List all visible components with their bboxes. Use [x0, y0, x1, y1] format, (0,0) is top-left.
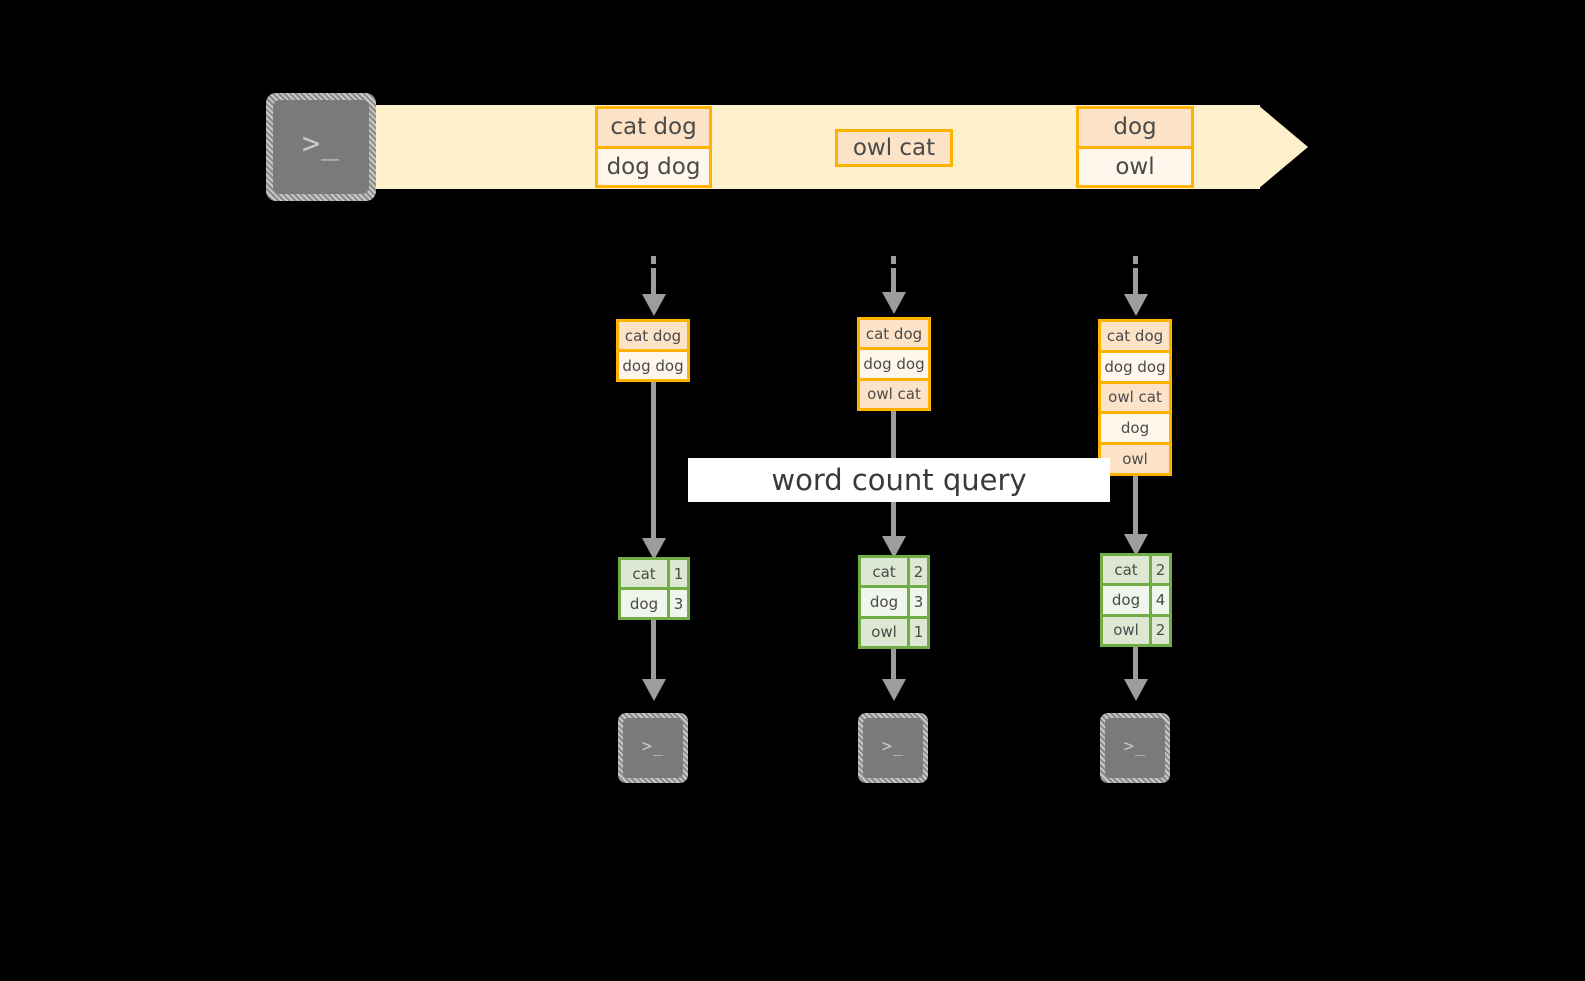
count-word: owl — [861, 618, 907, 646]
table-row: owl 1 — [861, 615, 927, 646]
snapshot-1-sink-arrow — [651, 620, 656, 683]
source-terminal-icon[interactable]: >_ — [266, 93, 376, 201]
table-row: cat 1 — [621, 560, 687, 587]
snapshot-1-query-arrowhead — [642, 538, 666, 560]
table-row: dog 4 — [1103, 583, 1169, 614]
snapshot-3-sink-terminal-icon[interactable]: >_ — [1100, 713, 1170, 783]
accumulated-line: dog — [1101, 411, 1169, 443]
snapshot-2-sink-terminal-icon[interactable]: >_ — [858, 713, 928, 783]
snapshot-3-arrowhead — [1124, 294, 1148, 316]
count-value: 3 — [907, 588, 927, 616]
count-word: dog — [1103, 586, 1149, 614]
snapshot-1-query-arrow — [651, 382, 656, 544]
count-word: cat — [1103, 556, 1149, 584]
table-row: owl 2 — [1103, 613, 1169, 644]
terminal-prompt-glyph: >_ — [641, 736, 665, 757]
record-line: owl cat — [838, 132, 950, 164]
snapshot-1-sink-arrowhead — [642, 679, 666, 701]
snapshot-2-arrowhead — [882, 292, 906, 314]
snapshot-1-arrowhead — [642, 294, 666, 316]
count-value: 3 — [667, 590, 687, 617]
table-row: dog 3 — [621, 587, 687, 617]
count-value: 1 — [667, 560, 687, 587]
snapshot-3-count-table[interactable]: cat 2 dog 4 owl 2 — [1100, 553, 1172, 647]
count-word: dog — [621, 590, 667, 617]
snapshot-1-dashed-link — [651, 268, 656, 296]
table-row: cat 2 — [861, 558, 927, 586]
table-row: cat 2 — [1103, 556, 1169, 584]
accumulated-line: dog dog — [1101, 349, 1169, 381]
count-word: cat — [621, 560, 667, 587]
table-row: dog 3 — [861, 585, 927, 616]
record-line: dog — [1079, 109, 1191, 146]
snapshot-3-query-arrowhead — [1124, 534, 1148, 556]
terminal-screen — [1105, 718, 1165, 778]
terminal-screen — [273, 100, 369, 194]
accumulated-line: cat dog — [1101, 322, 1169, 350]
snapshot-2-dashed-link — [891, 268, 896, 294]
record-line: dog dog — [598, 145, 709, 185]
accumulated-line: cat dog — [619, 322, 687, 349]
stream-record-3[interactable]: dog owl — [1076, 106, 1194, 188]
count-value: 4 — [1149, 586, 1169, 614]
snapshot-2-accumulated-table[interactable]: cat dog dog dog owl cat — [857, 317, 931, 411]
snapshot-2-sink-arrow — [891, 649, 896, 683]
snapshot-3-query-arrow — [1133, 476, 1138, 540]
accumulated-line: dog dog — [619, 349, 687, 379]
snapshot-1-sink-terminal-icon[interactable]: >_ — [618, 713, 688, 783]
record-line: cat dog — [598, 109, 709, 146]
terminal-screen — [863, 718, 923, 778]
snapshot-3-dashed-link — [1133, 268, 1138, 296]
snapshot-3-dashed-link — [1133, 256, 1138, 264]
count-word: owl — [1103, 616, 1149, 644]
terminal-screen — [623, 718, 683, 778]
stream-record-1[interactable]: cat dog dog dog — [595, 106, 712, 188]
snapshot-1-count-table[interactable]: cat 1 dog 3 — [618, 557, 690, 620]
terminal-prompt-glyph: >_ — [301, 126, 341, 162]
accumulated-line: dog dog — [860, 347, 928, 378]
snapshot-2-dashed-link — [891, 256, 896, 264]
accumulated-line: owl cat — [1101, 380, 1169, 412]
count-word: dog — [861, 588, 907, 616]
count-value: 1 — [907, 618, 927, 646]
query-label-band: word count query — [688, 458, 1110, 502]
stream-arrowhead — [1258, 105, 1308, 189]
snapshot-3-accumulated-table[interactable]: cat dog dog dog owl cat dog owl — [1098, 319, 1172, 476]
count-value: 2 — [907, 558, 927, 586]
count-value: 2 — [1149, 616, 1169, 644]
accumulated-line: owl — [1101, 442, 1169, 473]
accumulated-line: owl cat — [860, 377, 928, 408]
snapshot-2-sink-arrowhead — [882, 679, 906, 701]
snapshot-2-query-arrowhead — [882, 536, 906, 558]
record-line: owl — [1079, 145, 1191, 185]
snapshot-3-sink-arrow — [1133, 647, 1138, 683]
snapshot-2-count-table[interactable]: cat 2 dog 3 owl 1 — [858, 555, 930, 649]
count-value: 2 — [1149, 556, 1169, 584]
accumulated-line: cat dog — [860, 320, 928, 348]
snapshot-1-dashed-link — [651, 256, 656, 264]
stream-record-2[interactable]: owl cat — [835, 129, 953, 167]
terminal-prompt-glyph: >_ — [881, 736, 905, 757]
count-word: cat — [861, 558, 907, 586]
terminal-prompt-glyph: >_ — [1123, 736, 1147, 757]
snapshot-3-sink-arrowhead — [1124, 679, 1148, 701]
snapshot-1-accumulated-table[interactable]: cat dog dog dog — [616, 319, 690, 382]
